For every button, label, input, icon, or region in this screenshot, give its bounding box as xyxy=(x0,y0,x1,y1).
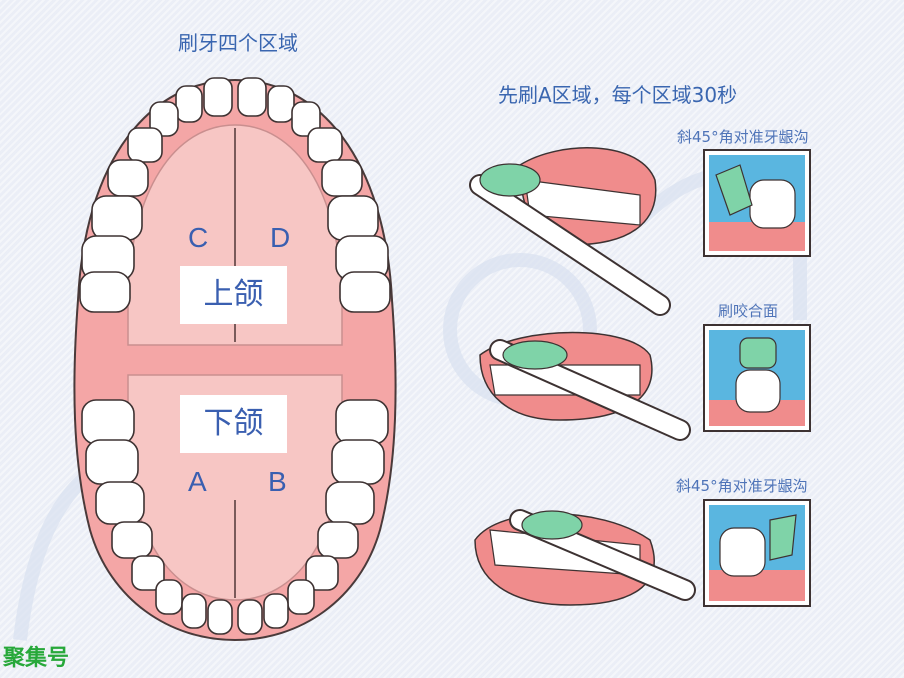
zone-a-label: A xyxy=(188,466,207,497)
upper-jaw-label: 上颌 xyxy=(180,266,287,324)
lower-jaw-label: 下颌 xyxy=(180,395,287,453)
inset-panel-3 xyxy=(703,499,811,607)
step-2-label: 刷咬合面 xyxy=(718,302,779,320)
step-1-label: 斜45°角对准牙龈沟 xyxy=(677,128,809,146)
upper-teeth xyxy=(79,77,391,313)
brush-illustration-2 xyxy=(479,331,691,441)
zone-c-label: C xyxy=(188,222,209,253)
brush-illustration-3 xyxy=(474,509,696,606)
brush-illustration-1 xyxy=(469,147,671,316)
inset-panel-1 xyxy=(703,149,811,257)
lower-teeth xyxy=(81,399,389,635)
zone-d-label: D xyxy=(270,222,291,253)
diagram-title-right: 先刷A区域，每个区域30秒 xyxy=(498,83,738,107)
inset-panel-2 xyxy=(703,324,811,432)
step-3-label: 斜45°角对准牙龈沟 xyxy=(676,477,808,495)
zone-b-label: B xyxy=(268,466,287,497)
diagram-title-left: 刷牙四个区域 xyxy=(178,31,298,55)
watermark-label: 聚集号 xyxy=(3,646,70,671)
